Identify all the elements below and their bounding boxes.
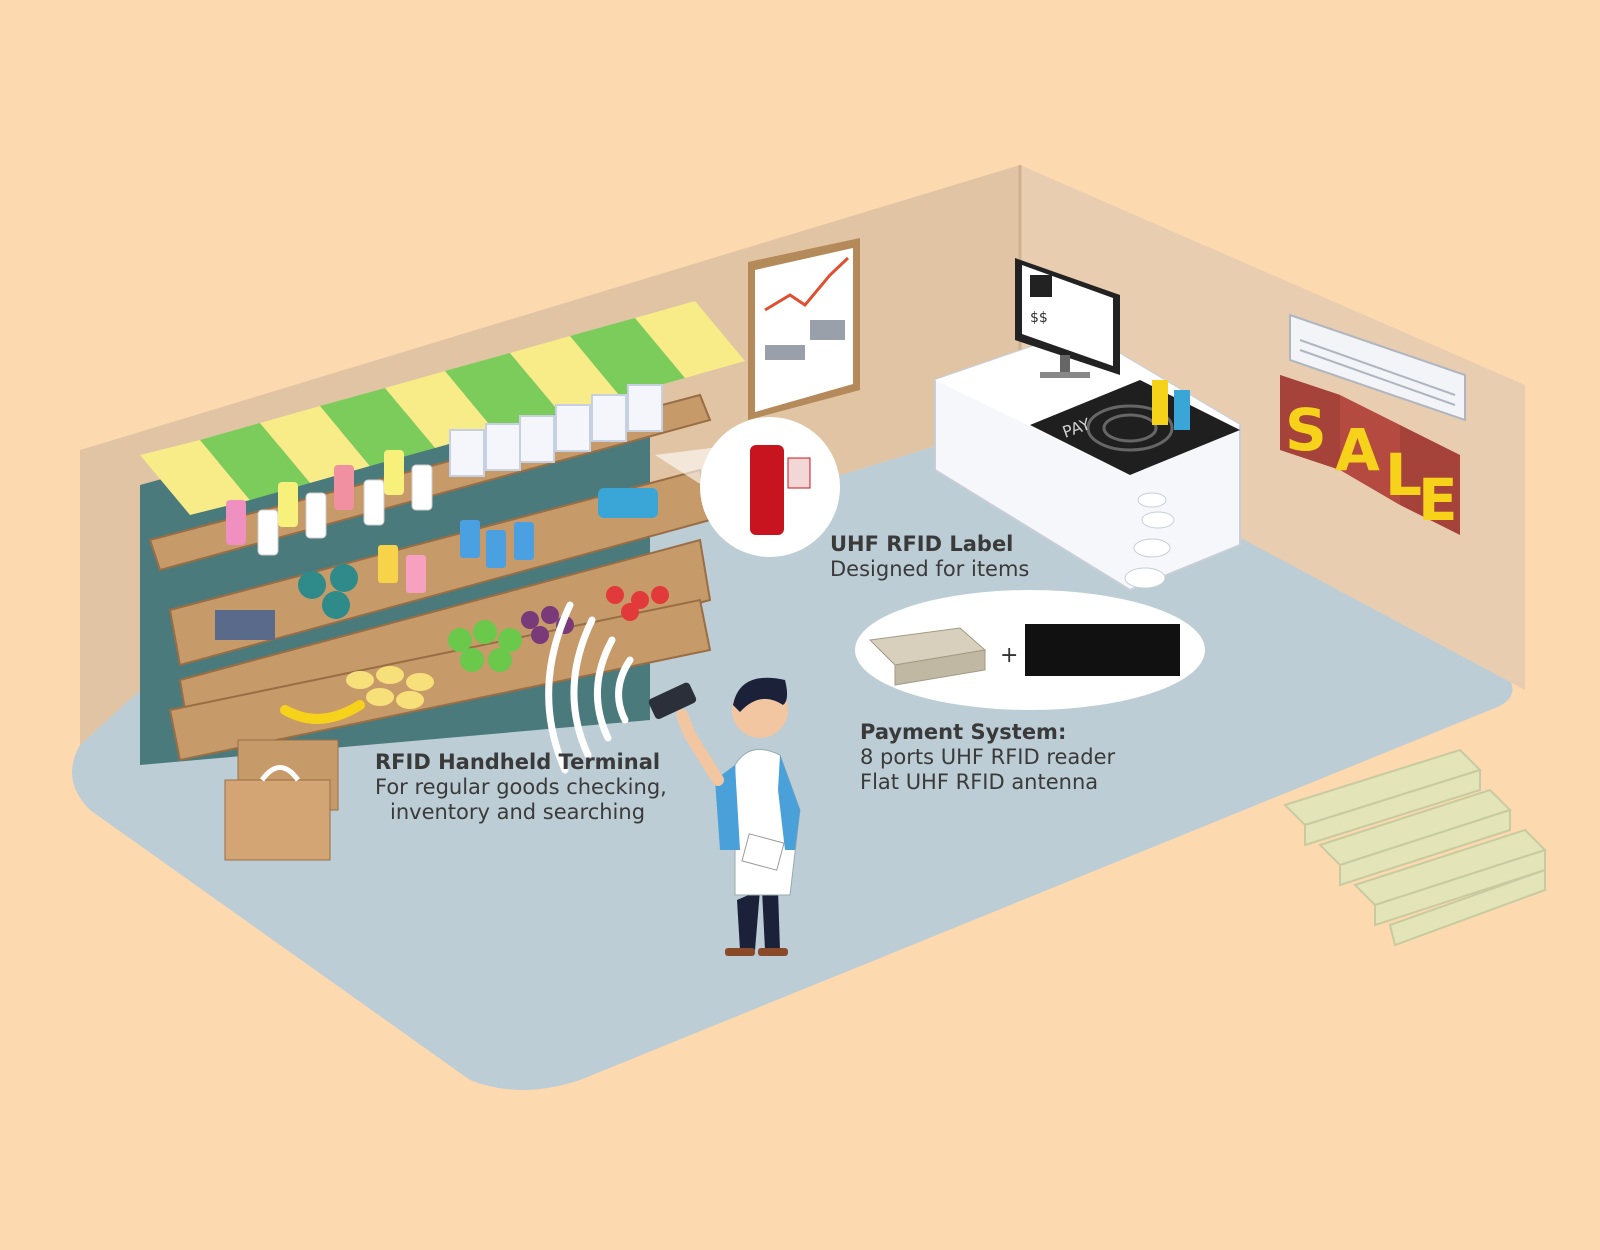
monitor-price-text: $$ bbox=[1030, 310, 1048, 326]
air-conditioner bbox=[1289, 313, 1466, 422]
checkout-monitor: $$ bbox=[1015, 258, 1120, 378]
payment-system-line2: Flat UHF RFID antenna bbox=[860, 769, 1099, 794]
handheld-terminal-line2: inventory and searching bbox=[390, 799, 646, 824]
rfid-label-caption: UHF RFID Label Designed for items bbox=[830, 532, 1029, 582]
handheld-terminal-caption: RFID Handheld Terminal For regular goods… bbox=[375, 750, 667, 824]
store-clerk-figure bbox=[648, 677, 801, 956]
entrance-stairs bbox=[1283, 748, 1547, 947]
middle-shelf-products bbox=[215, 488, 658, 640]
handheld-terminal-line1: For regular goods checking, bbox=[375, 774, 667, 799]
payment-system-title: Payment System: bbox=[860, 720, 1067, 744]
right-wall bbox=[1020, 165, 1525, 690]
shelf-awning bbox=[140, 301, 745, 515]
handheld-terminal-title: RFID Handheld Terminal bbox=[375, 750, 661, 774]
payment-equipment-bubble: + bbox=[855, 590, 1205, 710]
sale-letter-a: A bbox=[1335, 416, 1380, 484]
rfid-label-title: UHF RFID Label bbox=[830, 532, 1014, 556]
plus-sign: + bbox=[1000, 643, 1018, 668]
payment-system-line1: 8 ports UHF RFID reader bbox=[860, 744, 1116, 769]
bottom-shelf-produce bbox=[280, 586, 669, 724]
checkout-counter: PAY bbox=[934, 328, 1241, 592]
rfid-label-subtitle: Designed for items bbox=[830, 556, 1030, 581]
wall-chart-poster bbox=[748, 238, 860, 420]
top-shelf-products bbox=[226, 384, 663, 556]
payment-system-caption: Payment System: 8 ports UHF RFID reader … bbox=[860, 720, 1115, 794]
sale-sign: S A L E bbox=[1280, 375, 1460, 535]
rfid-signal-waves bbox=[545, 601, 634, 774]
sale-letter-l: L bbox=[1385, 441, 1422, 509]
shopping-bags bbox=[224, 739, 339, 861]
rfid-tag-bubble bbox=[700, 417, 840, 557]
sale-letter-s: S bbox=[1285, 396, 1327, 464]
sale-letter-e: E bbox=[1418, 466, 1458, 534]
